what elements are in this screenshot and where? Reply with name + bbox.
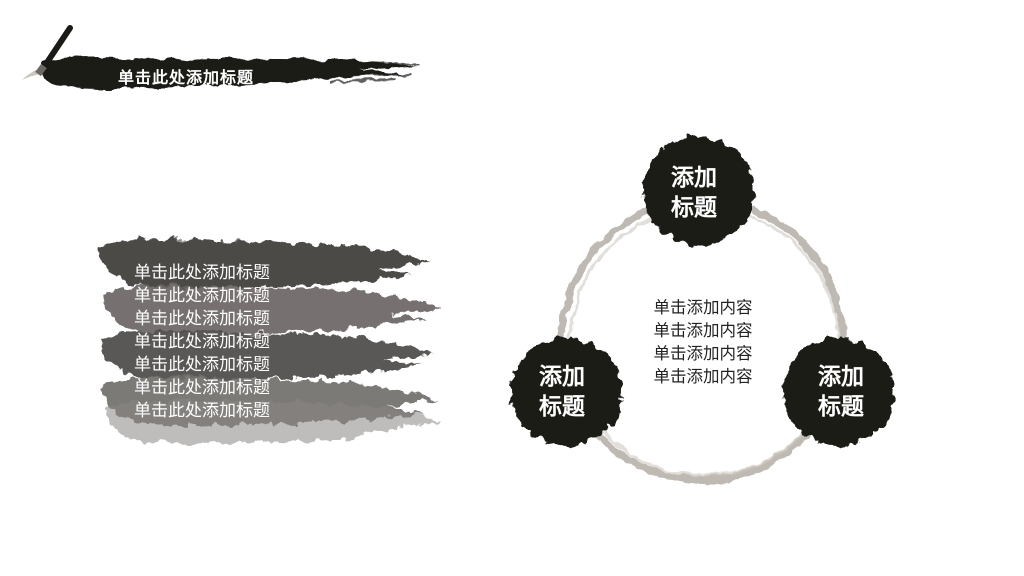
node-circle-left [510, 338, 622, 446]
list-item[interactable]: 单击此处添加标题 [134, 378, 270, 398]
node-label-left[interactable]: 添加 标题 [539, 364, 585, 420]
page-title[interactable]: 单击此处添加标题 [118, 68, 255, 87]
center-content-line[interactable]: 单击添加内容 [653, 344, 753, 363]
center-content-line[interactable]: 单击添加内容 [653, 321, 753, 340]
list-item[interactable]: 单击此处添加标题 [134, 332, 270, 352]
list-item[interactable]: 单击此处添加标题 [134, 401, 270, 421]
header-brush-stroke [41, 57, 421, 89]
center-content-line[interactable]: 单击添加内容 [653, 367, 753, 386]
center-content-line[interactable]: 单击添加内容 [653, 298, 753, 317]
list-item[interactable]: 单击此处添加标题 [134, 355, 270, 375]
node-circle-right [782, 338, 894, 446]
list-item[interactable]: 单击此处添加标题 [134, 286, 270, 306]
list-item[interactable]: 单击此处添加标题 [134, 309, 270, 329]
ink-stroke-stack [98, 239, 442, 444]
list-item[interactable]: 单击此处添加标题 [134, 263, 270, 283]
node-label-right[interactable]: 添加 标题 [818, 364, 864, 420]
node-circle-top [642, 137, 754, 245]
node-label-top[interactable]: 添加 标题 [671, 165, 717, 221]
brush-pen-icon [22, 25, 73, 80]
